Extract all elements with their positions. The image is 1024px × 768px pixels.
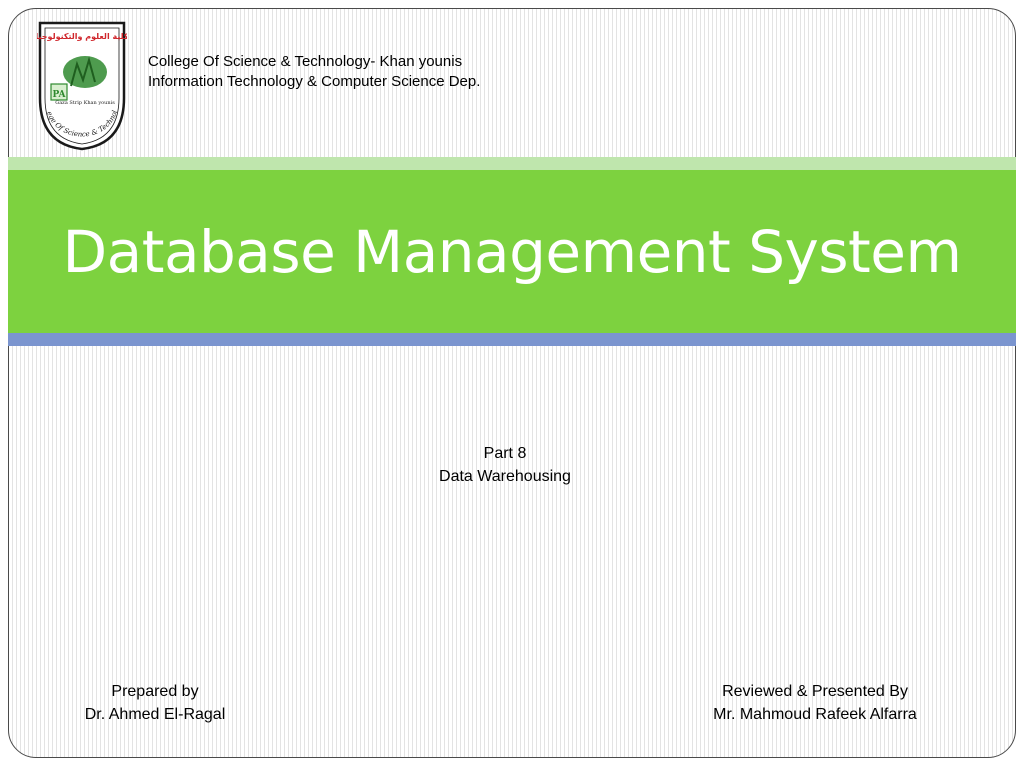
department-line: Information Technology & Computer Scienc… <box>148 73 481 90</box>
prepared-by-name: Dr. Ahmed El-Ragal <box>84 706 226 723</box>
prepared-by-block: Prepared by Dr. Ahmed El-Ragal <box>55 680 255 726</box>
prepared-by-label: Prepared by <box>111 683 199 700</box>
slide-title: Database Management System <box>62 217 962 286</box>
title-band-top-stripe <box>8 157 1016 170</box>
college-line: College Of Science & Technology- Khan yo… <box>148 53 463 70</box>
svg-text:PA: PA <box>52 90 66 100</box>
college-header: College Of Science & Technology- Khan yo… <box>148 52 480 92</box>
reviewed-by-block: Reviewed & Presented By Mr. Mahmoud Rafe… <box>680 680 950 726</box>
title-band <box>8 170 1016 333</box>
reviewed-by-label: Reviewed & Presented By <box>722 683 908 700</box>
logo-arabic-name: كلية العلوم والتكنولوجيا <box>37 32 127 41</box>
title-band-bottom-stripe <box>8 333 1016 346</box>
reviewed-by-name: Mr. Mahmoud Rafeek Alfarra <box>713 706 917 723</box>
topic-label: Data Warehousing <box>439 468 571 485</box>
subtitle-block: Part 8 Data Warehousing <box>380 442 630 488</box>
part-label: Part 8 <box>483 445 527 462</box>
college-logo: كلية العلوم والتكنولوجيا PA Gaza Strip K… <box>37 20 127 151</box>
slide-frame <box>8 8 1016 758</box>
logo-location: Gaza Strip Khan younis <box>55 100 115 106</box>
